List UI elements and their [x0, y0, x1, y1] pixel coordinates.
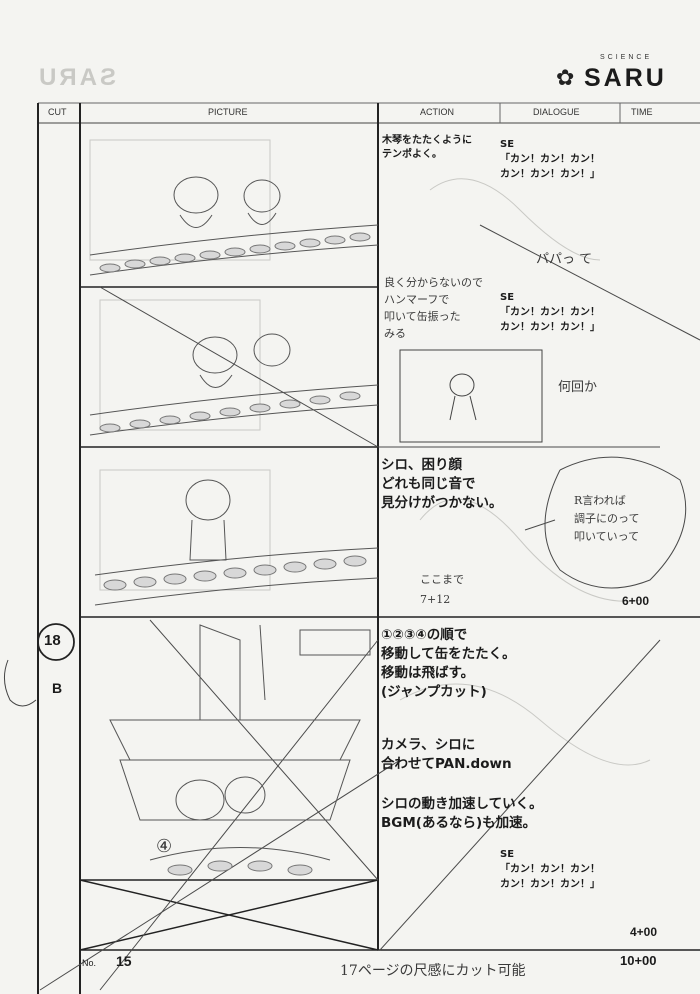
panel-4-action-2: カメラ、シロに 合わせてPAN.down [381, 737, 512, 772]
header-picture: PICTURE [208, 107, 248, 117]
header-time: TIME [631, 107, 653, 117]
note-hammer: 良く分からないので ハンマーフで 叩いて缶振った みる [384, 276, 483, 340]
panel-2-dialogue: SE 「カン！カン！カン！ カン！カン！カン！」 [500, 292, 600, 333]
note-bubble: R言われば 調子にのって 叩いていって [574, 494, 640, 543]
total-time: 10+00 [620, 953, 657, 968]
panel-4-action-1: ①②③④の順で 移動して缶をたたく。 移動は飛ばす。 (ジャンプカット) [381, 627, 516, 700]
header-dialogue: DIALOGUE [533, 107, 580, 117]
marker-four: ④ [156, 836, 173, 857]
cut-number: 18 [44, 632, 61, 649]
note-kokomade: ここまで 7+12 [420, 573, 464, 606]
panel-3-time: 6+00 [622, 594, 650, 608]
brand-word: SARU [584, 64, 667, 92]
panel-1-dialogue: SE 「カン！カン！カン！ カン！カン！カン！」 [500, 139, 600, 180]
note-footer: 17ページの尺感にカット可能 [340, 963, 526, 979]
panel-4-time: 4+00 [630, 925, 658, 939]
panel-4-dialogue: SE 「カン！カン！カン！ カン！カン！カン！」 [500, 849, 600, 890]
cut-sub: B [52, 680, 63, 696]
footer-no-label: No. [82, 958, 97, 968]
brand-logo: ✿ SCIENCE SARU [556, 52, 696, 98]
note-nankaika: 何回か [558, 380, 598, 395]
header-action: ACTION [420, 107, 455, 117]
ghost-logo: SARU [36, 64, 117, 91]
brand-super: SCIENCE [600, 54, 653, 61]
panel-3-action: シロ、困り顔 どれも同じ音で 見分けがつかない。 [381, 457, 503, 511]
panel-1-action: 木琴をたたくように テンポよく。 [382, 135, 472, 160]
header-cut: CUT [48, 107, 67, 117]
panel-4-action-3: シロの動き加速していく。 BGM(あるなら)も加速。 [381, 796, 543, 831]
note-papatte: パパっ て [536, 252, 593, 267]
page-number: 15 [116, 953, 132, 969]
monkey-icon: ✿ [556, 66, 575, 91]
